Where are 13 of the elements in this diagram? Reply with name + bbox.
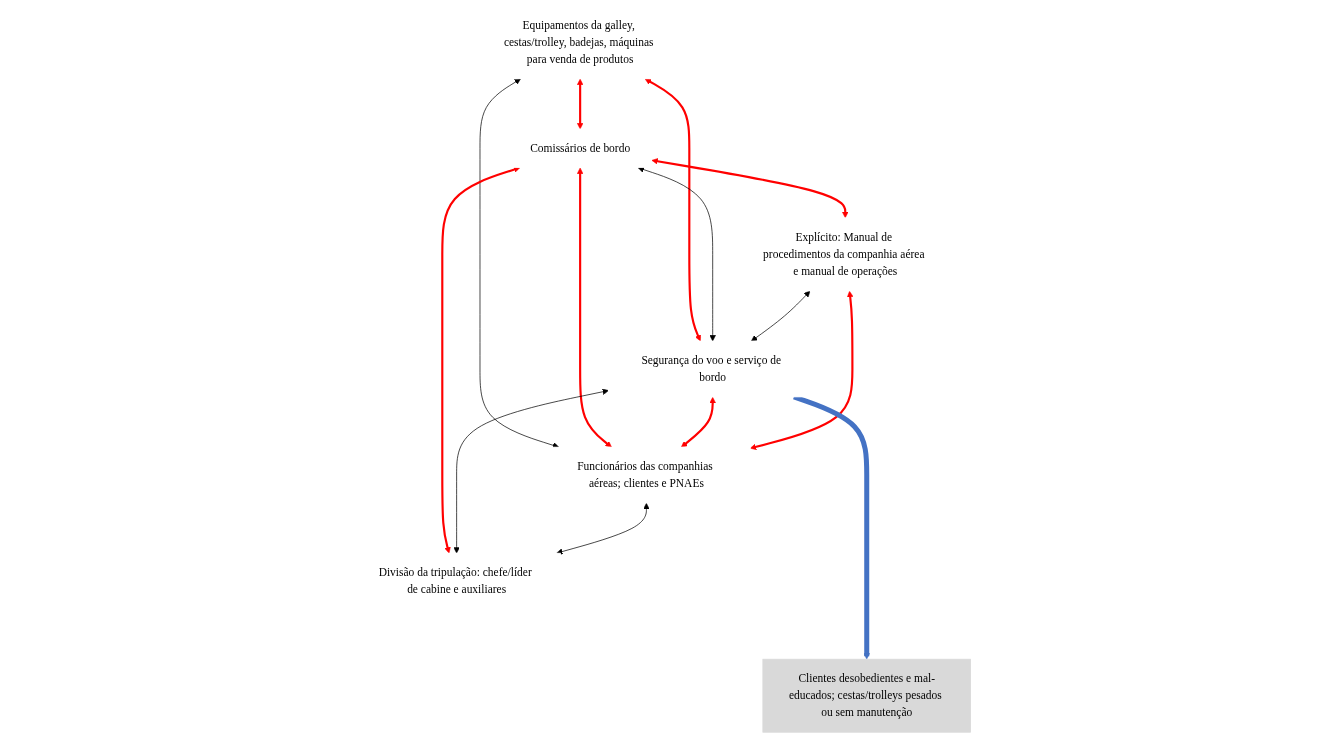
node-text: Equipamentos da galley, cestas/trolley, badejas, máquinas para venda de produtos xyxy=(503,18,654,66)
arrow xyxy=(680,396,716,448)
node-text: Comissários de bordo xyxy=(529,141,630,155)
node-box: Clientes desobedientes e mal-educados; cestas/trolleys pesados ou sem manutenção xyxy=(762,658,971,733)
arrow xyxy=(651,158,849,219)
node-text: Explícito: Manual de procedimentos da companhia aérea e manual de operações xyxy=(762,230,925,278)
node-text: Segurança do voo e serviço de bordo xyxy=(641,353,781,384)
arrow xyxy=(644,78,701,342)
arrow xyxy=(441,166,520,554)
node-text: Funcionários das companhias aéreas; clientes e PNAEs xyxy=(576,459,713,490)
arrow xyxy=(576,78,584,130)
node-text: Divisão da tripulação: chefe/líder de cabine e auxiliares xyxy=(378,566,532,596)
arrow xyxy=(576,167,612,448)
